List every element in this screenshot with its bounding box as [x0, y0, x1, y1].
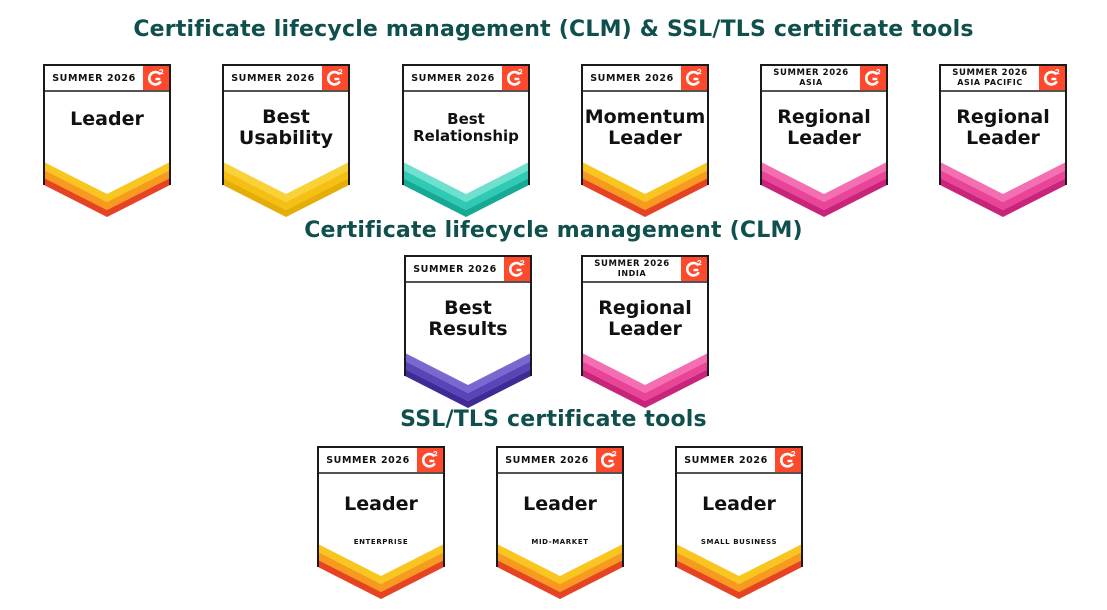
badge-header: SUMMER 2026	[319, 448, 417, 472]
badge-title-line: Leader	[702, 492, 776, 515]
g2-logo-icon	[681, 66, 707, 90]
badge-header: SUMMER 2026	[583, 66, 681, 90]
badge-season: SUMMER 2026	[326, 454, 410, 466]
badge-title: Leader	[677, 476, 801, 532]
badge-title-line: Leader	[608, 127, 682, 149]
g2-logo-icon	[417, 448, 443, 472]
badge-header: SUMMER 2026	[404, 66, 502, 90]
badge-season: SUMMER 2026	[684, 454, 768, 466]
badge-shape	[402, 64, 530, 217]
badge-season: SUMMER 2026	[505, 454, 589, 466]
badge-title-line: Usability	[238, 127, 334, 149]
badge-segment: ENTERPRISE	[353, 538, 409, 546]
badge-title-line: Best	[447, 110, 485, 128]
g2-logo-icon	[322, 66, 348, 90]
badge-season: SUMMER 2026	[231, 72, 315, 84]
badge-header: SUMMER 2026	[45, 66, 143, 90]
badge-header: SUMMER 2026	[224, 66, 322, 90]
badge-shape	[404, 255, 532, 408]
section-title-ssl: SSL/TLS certificate tools	[400, 407, 707, 432]
badge-season: SUMMER 2026	[413, 263, 497, 275]
badge-title-line: Best	[444, 297, 492, 319]
badge-header: SUMMER 2026	[677, 448, 775, 472]
badge-shape	[581, 255, 709, 408]
badge-title-line: Leader	[966, 127, 1040, 149]
badge-header: SUMMER 2026	[498, 448, 596, 472]
badge-title: Leader	[498, 476, 622, 532]
badge-title-line: Leader	[787, 127, 861, 149]
badge-shape	[222, 64, 350, 217]
g2-logo-icon	[681, 257, 707, 281]
badge-shape	[496, 446, 624, 599]
badge-region: ASIA	[799, 78, 823, 87]
badge-title-line: Leader	[70, 107, 144, 130]
badge-title-line: Leader	[523, 492, 597, 515]
badge-title-line: Regional	[777, 106, 871, 128]
g2-logo-icon	[775, 448, 801, 472]
badge-region: INDIA	[617, 269, 647, 278]
badge-shape	[581, 64, 709, 217]
badge-shape	[43, 64, 171, 217]
badge-region: ASIA PACIFIC	[957, 78, 1023, 87]
badge-shape	[317, 446, 445, 599]
badge-title-line: Momentum	[584, 106, 706, 128]
badge-shape	[939, 64, 1067, 217]
badge-season: SUMMER 2026	[773, 68, 849, 78]
badge-season: SUMMER 2026	[590, 72, 674, 84]
section-title-clm-ssl: Certificate lifecycle management (CLM) &…	[133, 17, 974, 42]
badge-title-line: Regional	[956, 106, 1050, 128]
g2-logo-icon	[596, 448, 622, 472]
badge-title: Leader	[45, 94, 169, 144]
badge-title-line: Results	[428, 318, 508, 340]
section-title-clm: Certificate lifecycle management (CLM)	[304, 218, 803, 243]
badge-title-line: Leader	[608, 318, 682, 340]
badge-shape	[675, 446, 803, 599]
g2-logo-icon	[1039, 66, 1065, 90]
badge-season: SUMMER 2026	[52, 72, 136, 84]
badge-shape	[760, 64, 888, 217]
badge-segment: MID-MARKET	[531, 538, 589, 546]
g2-logo-icon	[860, 66, 886, 90]
badge-title-line: Relationship	[413, 127, 519, 145]
g2-logo-icon	[143, 66, 169, 90]
badge-segment: SMALL BUSINESS	[700, 538, 778, 546]
badge-header: SUMMER 2026	[406, 257, 504, 281]
badge-title-line: Leader	[344, 492, 418, 515]
badge-title-line: Regional	[598, 297, 692, 319]
badge-season: SUMMER 2026	[952, 68, 1028, 78]
badge-title-line: Best	[262, 106, 310, 128]
badge-title: Leader	[319, 476, 443, 532]
g2-logo-icon	[502, 66, 528, 90]
badge-season: SUMMER 2026	[411, 72, 495, 84]
g2-logo-icon	[504, 257, 530, 281]
badge-season: SUMMER 2026	[594, 259, 670, 269]
